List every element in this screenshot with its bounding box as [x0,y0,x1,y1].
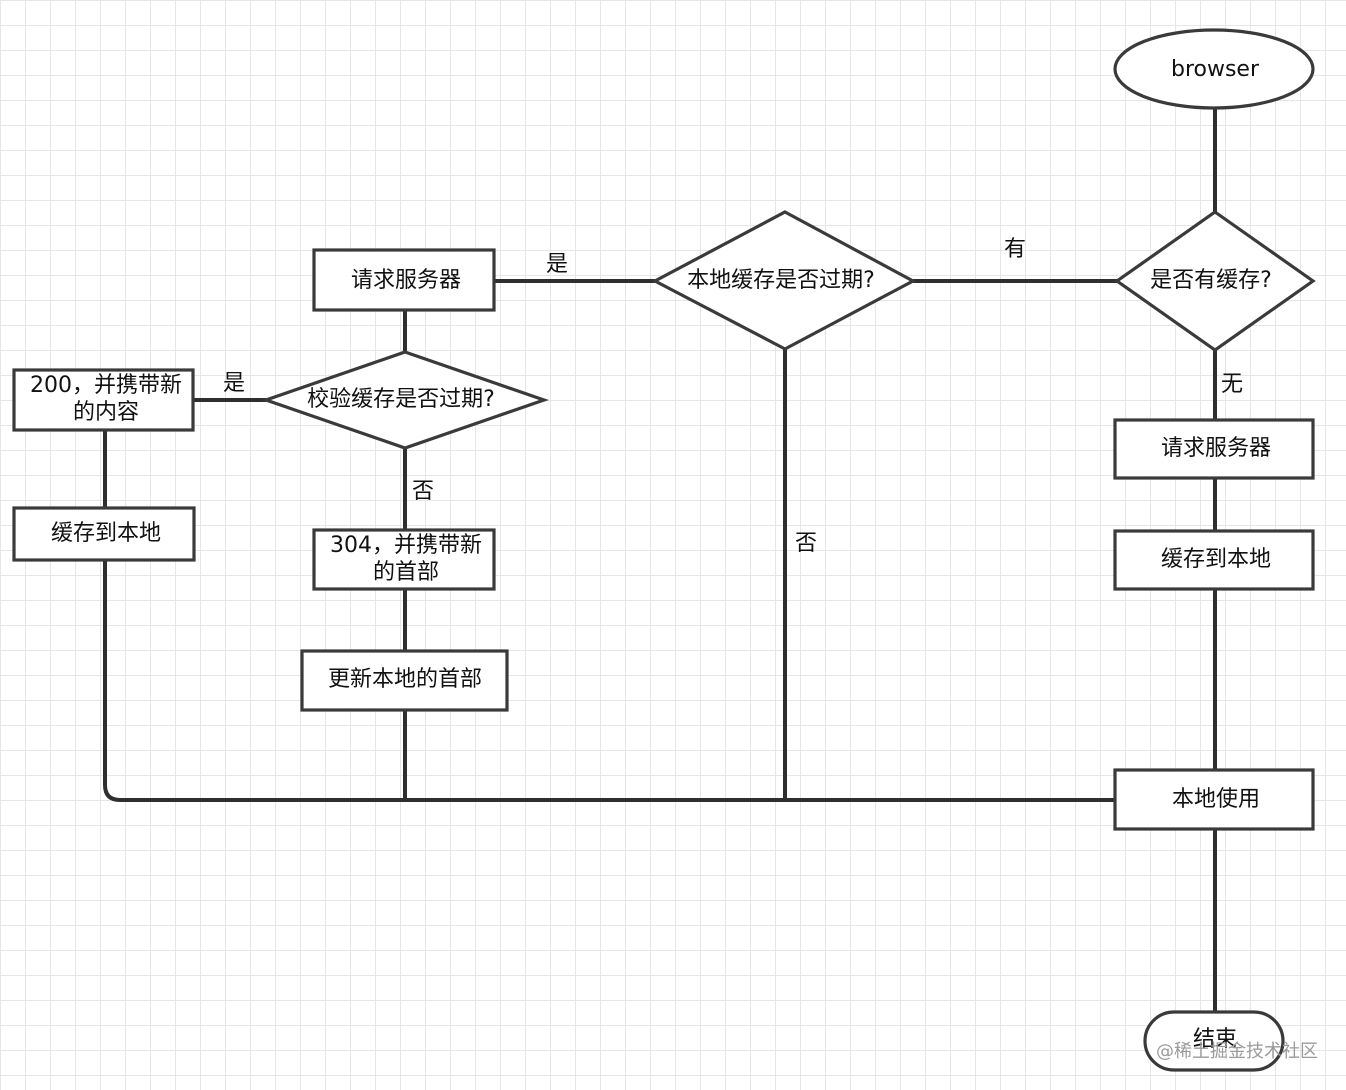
label-use-local: 本地使用 [1172,787,1260,812]
label-browser: browser [1171,57,1260,82]
label-200-line1: 200，并携带新 [30,373,182,398]
node-labels: browser 是否有缓存? 本地缓存是否过期? 请求服务器 校验缓存是否过期?… [30,57,1272,1052]
label-304-line1: 304，并携带新 [330,533,482,558]
node-304-box [312,528,496,591]
label-request-server-right: 请求服务器 [1161,436,1271,461]
label-local-expired: 本地缓存是否过期? [687,268,875,293]
connectors [103,108,1217,1012]
label-304-line2: 的首部 [373,560,439,585]
label-update-headers: 更新本地的首部 [328,667,482,692]
label-end: 结束 [1193,1027,1237,1052]
node-local-expired-diamond [651,210,917,351]
node-use-local-box [1113,768,1315,831]
edge-label-yes-to-200: 是 [223,371,245,396]
label-200-line2: 的内容 [73,400,139,425]
node-cache-local-left-box [12,506,196,562]
label-has-cache: 是否有缓存? [1150,268,1272,293]
node-validate-expired-diamond [261,350,549,450]
node-200-box [12,368,195,432]
edge-cache-left-to-use-local [103,560,1115,802]
node-browser-ellipse [1113,28,1315,110]
label-cache-local-left: 缓存到本地 [51,521,161,546]
edge-label-none: 无 [1221,372,1243,397]
nodes [12,28,1316,1072]
edge-label-yes-to-request: 是 [546,252,568,277]
edge-labels: 有 无 是 是 否 否 [223,237,1243,556]
node-end-terminator [1143,1010,1285,1072]
node-update-headers-box [300,649,509,712]
watermark-text: @稀土掘金技术社区 [1156,1041,1318,1062]
node-cache-local-right-box [1113,529,1315,591]
node-has-cache-diamond [1114,210,1316,352]
node-request-server-left-box [312,248,496,312]
label-cache-local-right: 缓存到本地 [1161,547,1271,572]
node-request-server-right-box [1113,418,1315,480]
label-validate-expired: 校验缓存是否过期? [307,387,495,412]
edge-label-no-to-304: 否 [412,479,434,504]
label-request-server-left: 请求服务器 [351,268,461,293]
edge-label-no-to-use: 否 [795,531,817,556]
edge-label-has: 有 [1004,237,1026,262]
